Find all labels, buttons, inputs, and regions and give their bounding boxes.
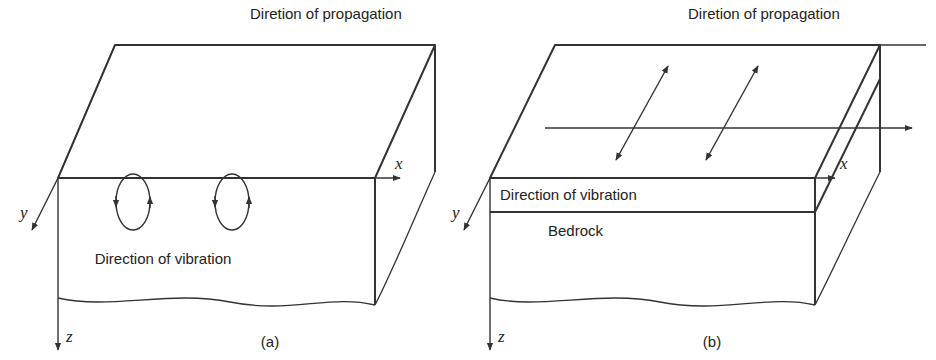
particle-orbit [215,174,249,230]
propagation-line [880,44,926,45]
propagation-arrow [545,127,912,128]
x-axis [490,177,835,178]
panel-heading: Diretion of propagation [250,5,402,23]
y-axis [464,178,490,230]
panel-tag: (a) [261,333,279,351]
axis-label: y [20,204,28,222]
region-label: Direction of vibration [500,186,637,204]
z-axis [57,178,58,350]
axis-label: z [66,328,73,346]
z-axis [489,178,490,350]
box-edge [879,45,881,172]
top-face [490,45,880,178]
y-axis [32,178,58,230]
axis-label: y [452,204,460,222]
panel-tag: (b) [703,333,721,351]
box-edge [374,178,376,305]
box-edge [814,178,816,305]
axis-label: z [498,328,505,346]
layer-boundary [490,211,815,213]
axis-label: x [840,155,848,173]
region-label: Bedrock [548,222,603,240]
top-face [58,45,435,178]
orbit-arrow [248,197,249,208]
orbit-arrow [214,196,215,207]
vibration-arrow [706,66,758,160]
panel-heading: Diretion of propagation [688,5,840,23]
cut-edge [815,172,880,305]
vibration-arrow [616,66,668,160]
orbit-arrow [115,196,116,207]
particle-orbit [116,174,150,230]
orbit-arrow [149,197,150,208]
x-axis [58,177,400,178]
box-edge [434,45,436,172]
axis-label: x [395,155,403,173]
cut-edge [375,172,435,305]
cut-edge [58,298,375,306]
cut-edge [490,298,815,306]
region-label: Direction of vibration [95,250,232,268]
